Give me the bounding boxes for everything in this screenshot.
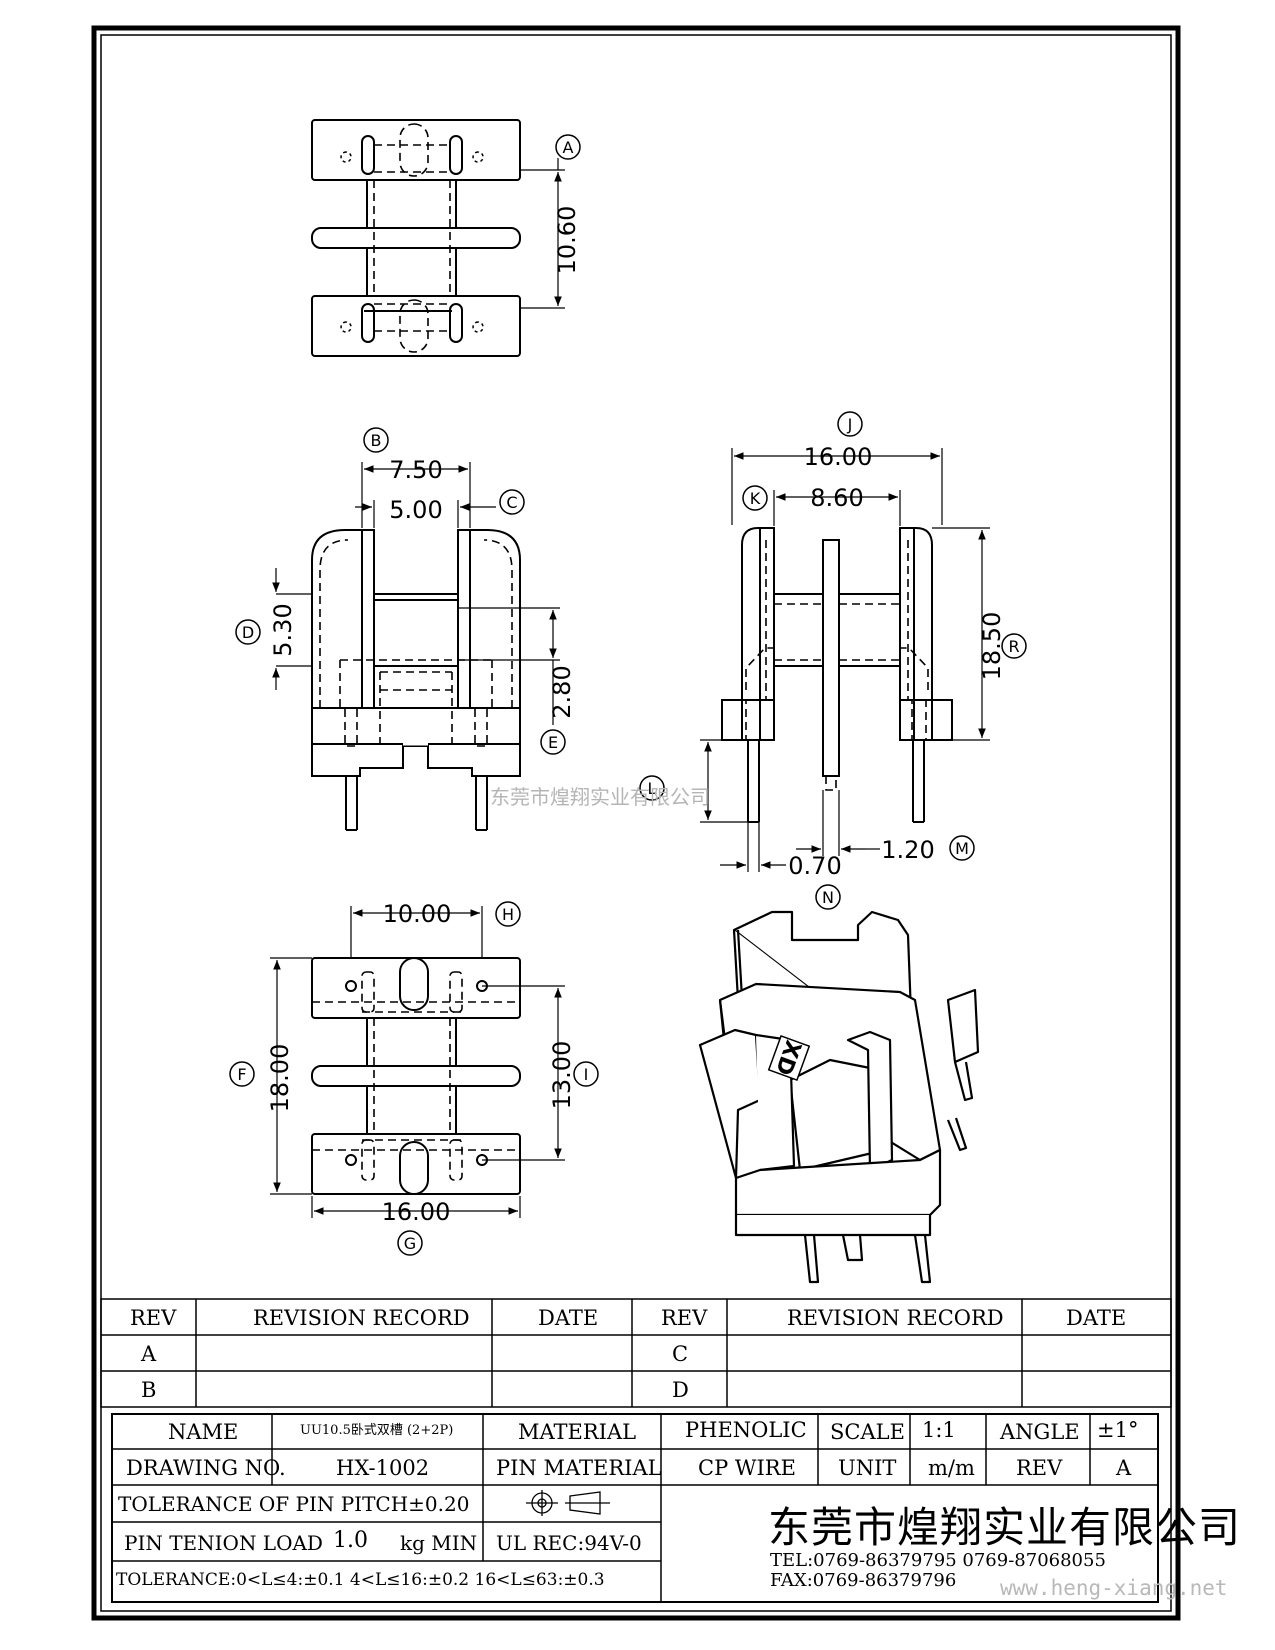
- callout-j-circle: [837, 411, 863, 437]
- callout-g: G: [404, 1234, 416, 1253]
- rev-header-2: REV: [661, 1306, 708, 1330]
- angle-value: ±1°: [1097, 1418, 1139, 1442]
- date-header-2: DATE: [1066, 1306, 1127, 1330]
- tolerance-general: TOLERANCE:0<L≤4:±0.1 4<L≤16:±0.2 16<L≤63…: [116, 1570, 605, 1590]
- callout-k-circle: [742, 485, 768, 511]
- name-label: NAME: [168, 1420, 239, 1444]
- callout-b: B: [371, 431, 382, 450]
- callout-d-circle: [235, 619, 261, 645]
- callout-g-circle: [397, 1230, 423, 1256]
- callout-i: I: [584, 1065, 589, 1084]
- dim-d-text: 5.30: [269, 603, 297, 656]
- scale-label: SCALE: [830, 1420, 905, 1444]
- callout-a: A: [563, 138, 574, 157]
- revision-table-grid: [100, 1298, 1172, 1408]
- rev-label: REV: [1016, 1456, 1063, 1480]
- callout-e: E: [548, 733, 558, 752]
- company-name: 东莞市煌翔实业有限公司: [768, 1503, 1242, 1552]
- revision-record-header-1: REVISION RECORD: [253, 1306, 470, 1330]
- dim-m-text: 1.20: [881, 836, 934, 864]
- dimension-b-c: [355, 462, 496, 528]
- dim-k-text: 8.60: [810, 484, 863, 512]
- rev-header-1: REV: [130, 1306, 177, 1330]
- dim-l-text: 0.70: [788, 852, 841, 880]
- callout-n: N: [822, 888, 834, 907]
- center-watermark: 东莞市煌翔实业有限公司: [490, 785, 710, 809]
- callout-k: K: [750, 489, 761, 508]
- callout-n-circle: [815, 884, 841, 910]
- pin-material-label: PIN MATERIAL: [496, 1456, 662, 1480]
- name-value: UU10.5卧式双槽 (2+2P): [300, 1423, 454, 1438]
- isometric-view: [698, 910, 980, 1284]
- material-label: MATERIAL: [518, 1420, 637, 1444]
- unit-label: UNIT: [838, 1456, 897, 1480]
- callout-d: D: [242, 623, 254, 642]
- company-fax: FAX:0769-86379796: [770, 1570, 957, 1591]
- callout-r: R: [1008, 637, 1019, 656]
- callout-a-circle: [555, 134, 581, 160]
- pin-tenion-unit: kg MIN: [400, 1531, 478, 1555]
- angle-label: ANGLE: [1000, 1420, 1080, 1444]
- dimension-d-e: [272, 568, 560, 725]
- top-view: [311, 119, 521, 357]
- rev-cell-b: B: [141, 1378, 157, 1402]
- callout-c-circle: [499, 489, 525, 515]
- inner-border: [100, 34, 1172, 1612]
- dim-a-text: 10.60: [553, 206, 581, 275]
- dim-r-text: 18.50: [978, 612, 1006, 681]
- callout-j: J: [847, 415, 853, 434]
- drawing-no-label: DRAWING NO.: [126, 1456, 286, 1480]
- dim-c-text: 5.00: [389, 496, 442, 524]
- dimension-a: [520, 158, 565, 309]
- projection-symbol-icon: [526, 1490, 610, 1516]
- bottom-view: [311, 957, 521, 1195]
- pin-material-value: CP WIRE: [698, 1456, 796, 1480]
- callout-f-circle: [229, 1061, 255, 1087]
- tolerance-pitch: TOLERANCE OF PIN PITCH±0.20: [118, 1492, 470, 1516]
- outer-border: [91, 25, 1181, 1621]
- pin-tenion-value: 1.0: [333, 1528, 368, 1553]
- callout-l: L: [648, 779, 657, 798]
- callout-b-circle: [363, 427, 389, 453]
- dim-e-text: 2.80: [548, 665, 576, 718]
- callout-f: F: [237, 1065, 246, 1084]
- scale-value: 1:1: [922, 1418, 956, 1442]
- callout-l-circle: [639, 775, 665, 801]
- side-view: [721, 527, 953, 823]
- unit-value: m/m: [928, 1456, 975, 1480]
- rev-cell-c: C: [672, 1342, 689, 1366]
- company-tel: TEL:0769-86379795 0769-87068055: [770, 1550, 1106, 1571]
- revision-record-header-2: REVISION RECORD: [787, 1306, 1004, 1330]
- callout-e-circle: [540, 729, 566, 755]
- dim-j-text: 16.00: [804, 443, 873, 471]
- rev-cell-a: A: [141, 1342, 157, 1366]
- dimension-l-m: [700, 739, 880, 872]
- callout-h: H: [502, 905, 514, 924]
- callout-m: M: [955, 839, 969, 858]
- dim-b-text: 7.50: [389, 456, 442, 484]
- ul-rec: UL REC:94V-0: [496, 1531, 642, 1555]
- callout-h-circle: [495, 901, 521, 927]
- dimension-f-g-h-i: [270, 906, 565, 1218]
- front-view: [311, 529, 521, 831]
- callout-m-circle: [949, 835, 975, 861]
- callout-c: C: [506, 493, 517, 512]
- dim-h-text: 10.00: [383, 900, 452, 928]
- dim-g-text: 16.00: [382, 1198, 451, 1226]
- callout-r-circle: [1001, 633, 1027, 659]
- dimension-j-k-r: [731, 448, 990, 741]
- callout-i-circle: [573, 1061, 599, 1087]
- title-block-grid: [111, 1413, 1159, 1603]
- rev-value: A: [1116, 1456, 1132, 1480]
- material-value: PHENOLIC: [685, 1418, 807, 1442]
- drawing-no-value: HX-1002: [336, 1456, 430, 1480]
- dim-i-text: 13.00: [548, 1041, 576, 1110]
- date-header-1: DATE: [538, 1306, 599, 1330]
- dim-f-text: 18.00: [266, 1044, 294, 1113]
- url-watermark: www.heng-xiang.net: [1000, 1576, 1228, 1600]
- pin-tenion-label: PIN TENION LOAD: [124, 1531, 323, 1555]
- rev-cell-d: D: [672, 1378, 689, 1402]
